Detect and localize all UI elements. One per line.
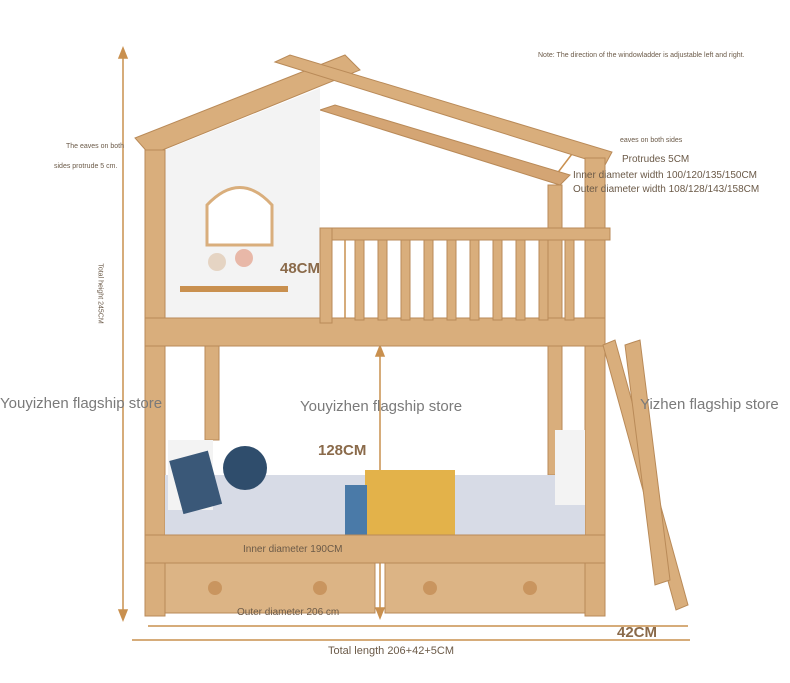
total-length-text: Total length 206+42+5CM — [328, 645, 454, 657]
blanket-blue — [345, 485, 367, 535]
note-text: Note: The direction of the windowladder … — [538, 52, 745, 59]
eaves-right-line1: eaves on both sides — [620, 137, 683, 144]
pillow — [223, 446, 267, 490]
bed-rail — [144, 534, 606, 564]
rail-slats — [354, 239, 575, 321]
outer-length-text: Outer diameter 206 cm — [237, 607, 340, 618]
watermark: Youyizhen flagship store — [300, 398, 463, 415]
blanket — [365, 470, 455, 535]
ladder[interactable] — [602, 339, 689, 611]
eaves-left-line1: The eaves on both — [66, 143, 124, 150]
outer-width-text: Outer diameter width 108/128/143/158CM — [573, 184, 760, 195]
window — [205, 186, 274, 247]
eaves-right-line2: Protrudes 5CM — [622, 154, 690, 165]
doll — [235, 249, 253, 267]
drawers — [164, 562, 586, 614]
roof — [134, 54, 613, 186]
doll — [208, 253, 226, 271]
frame-posts — [144, 149, 611, 617]
lower-height-text: 128CM — [318, 442, 367, 459]
watermark: Yizhen flagship store — [640, 396, 779, 413]
inner-width-text: Inner diameter width 100/120/135/150CM — [573, 170, 758, 181]
total-height-text: Total height 245CM — [96, 263, 104, 324]
inner-length-text: Inner diameter 190CM — [243, 544, 343, 555]
eaves-left-line2: sides protrude 5 cm. — [54, 163, 118, 170]
pillow — [169, 450, 223, 515]
ladder-depth-text: 42CM — [617, 624, 658, 641]
shelf — [180, 286, 288, 292]
rail-height-text: 48CM — [280, 260, 321, 277]
headboard-right — [555, 430, 585, 505]
watermark: Youyizhen flagship store — [0, 395, 163, 412]
